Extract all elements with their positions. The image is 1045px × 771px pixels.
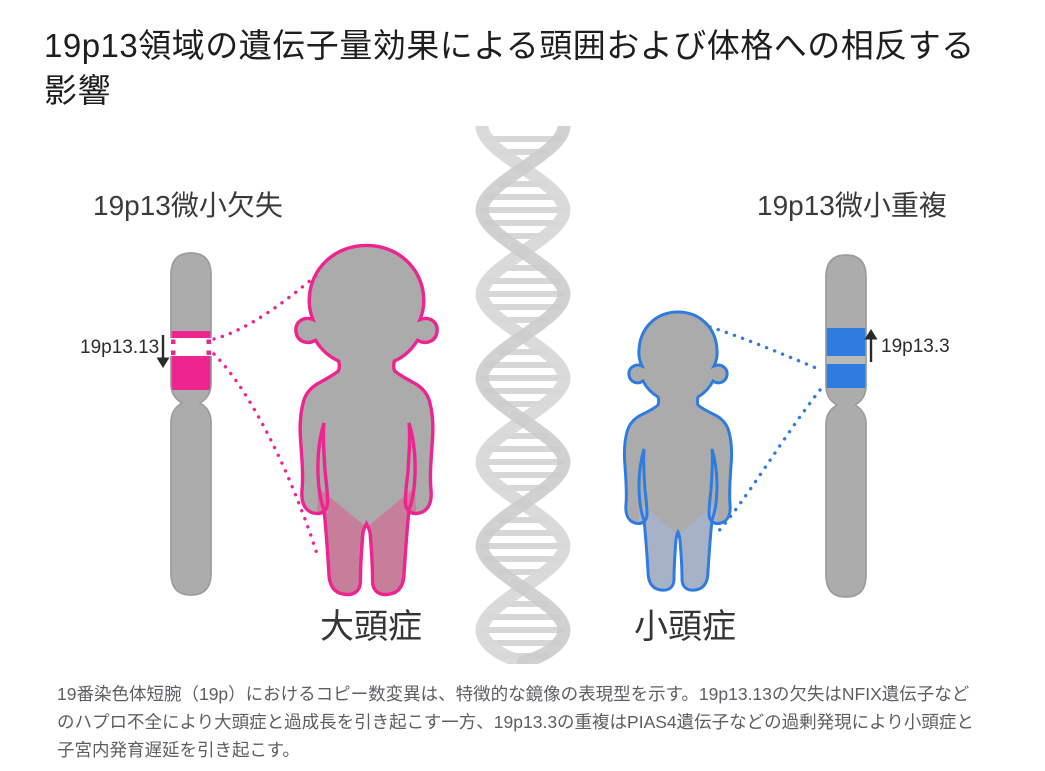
deletion-gap-dashes (171, 339, 211, 355)
band-label-19p13-13: 19p13.13 (80, 337, 160, 358)
dna-strand-b (475, 126, 571, 664)
deletion-band-thin (171, 331, 211, 338)
heading-microduplication: 19p13微小重複 (757, 190, 947, 221)
deleted-segment-gap (169, 338, 213, 356)
dna-strand-a (475, 126, 571, 664)
chromosome-deletion-icon (169, 252, 213, 596)
deletion-band-block (171, 356, 211, 390)
page-title: 19p13領域の遺伝子量効果による頭囲および体格への相反する影響 (44, 27, 975, 109)
phenotype-label-microcephaly: 小頭症 (634, 608, 736, 646)
baby-microcephaly-icon (622, 310, 734, 592)
dna-double-helix-icon (475, 126, 571, 664)
heading-microdeletion: 19p13微小欠失 (93, 190, 283, 221)
baby-macrocephaly-icon (294, 243, 439, 597)
chromosome-duplication-icon (825, 254, 867, 598)
band-label-19p13-3: 19p13.3 (881, 336, 950, 357)
duplication-band-divider (826, 356, 866, 364)
phenotype-label-macrocephaly: 大頭症 (320, 608, 422, 646)
figure-caption: 19番染色体短腕（19p）におけるコピー数変異は、特徴的な鏡像の表現型を示す。1… (57, 684, 974, 760)
